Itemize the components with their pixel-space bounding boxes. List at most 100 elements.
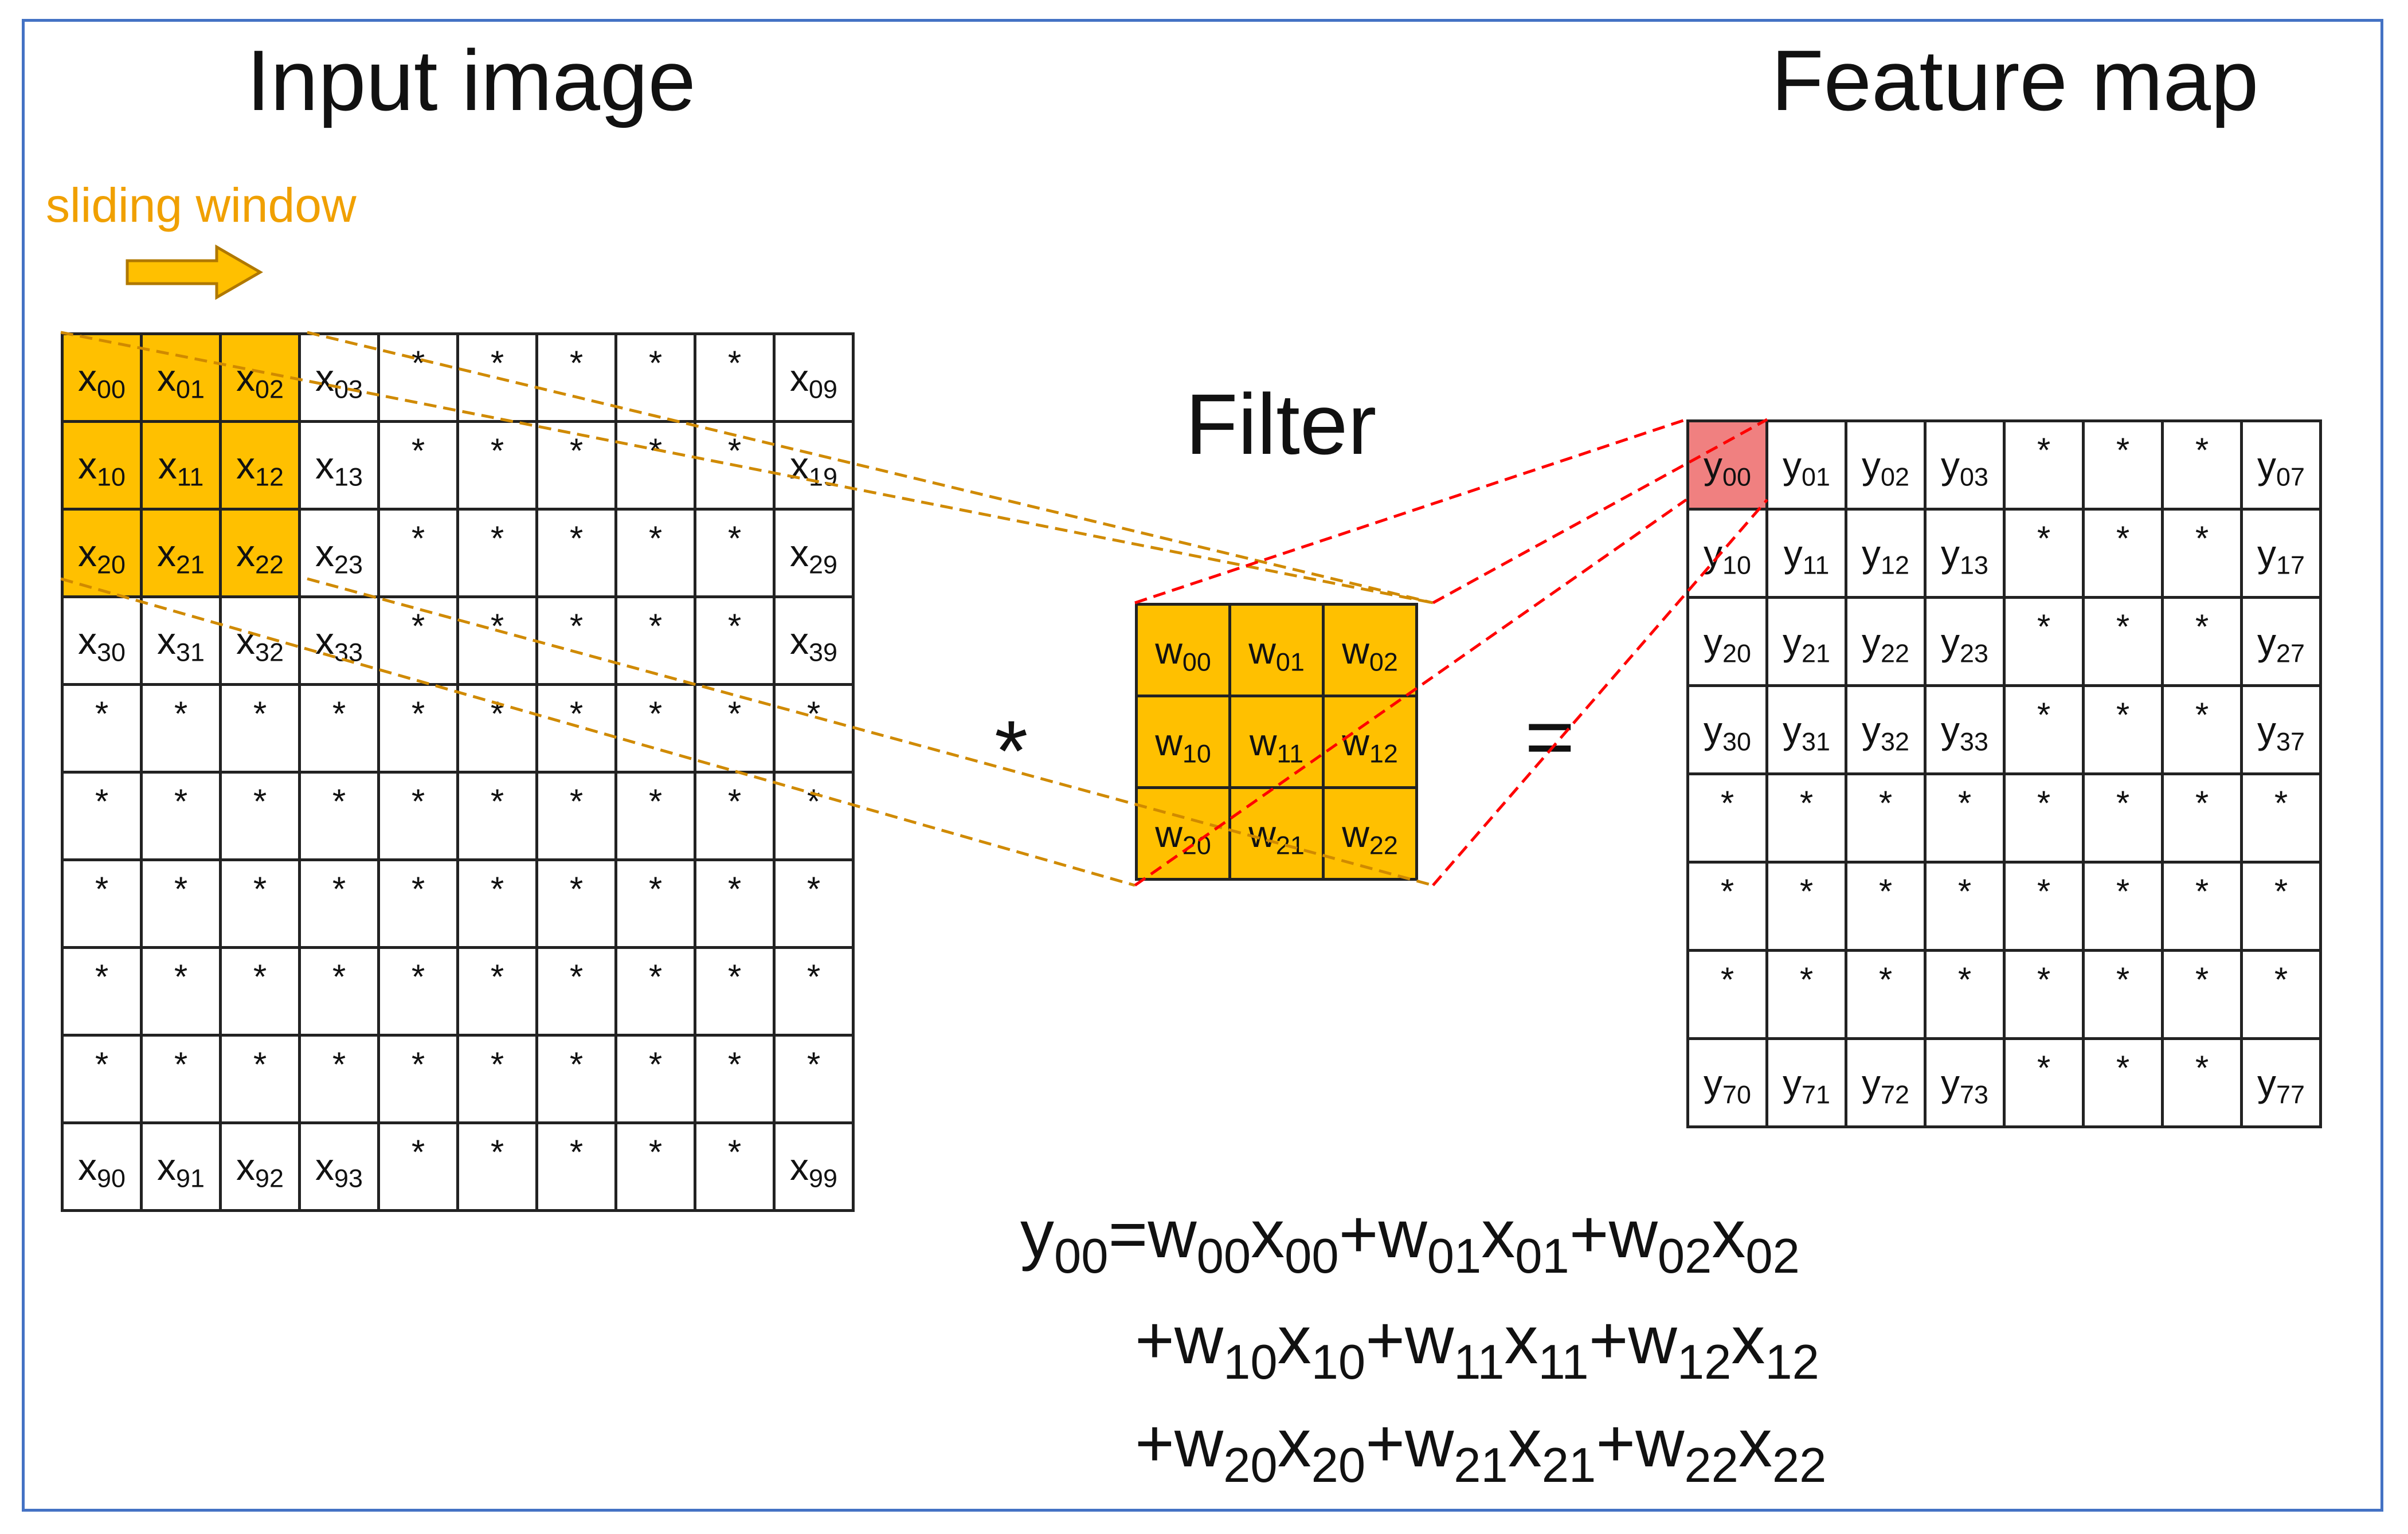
feature-cell-label: y30 (1704, 708, 1751, 756)
input-cell: * (377, 683, 459, 774)
feature-cell: y33 (1924, 684, 2006, 775)
input-cell: * (61, 858, 143, 949)
feature-cell: * (2082, 508, 2164, 599)
input-row: ********** (61, 946, 855, 1037)
input-cell: * (219, 946, 301, 1037)
input-cell-label: x31 (157, 619, 205, 667)
feature-cell: * (1845, 861, 1927, 952)
equation-term: w01 (1378, 1196, 1482, 1284)
feature-cell: * (1765, 861, 1847, 952)
filter-bottom-left-guide (1134, 498, 1687, 887)
feature-cell-label: y12 (1862, 532, 1909, 580)
feature-cell: * (2082, 772, 2164, 864)
feature-cell: * (1765, 949, 1847, 1040)
feature-cell-label: y17 (2257, 532, 2305, 580)
input-cell: x93 (298, 1121, 380, 1212)
input-cell: * (694, 946, 776, 1037)
feature-cell: * (2003, 772, 2085, 864)
feature-cell: y72 (1845, 1037, 1927, 1128)
input-cell: * (535, 771, 617, 861)
input-cell-label: x39 (790, 619, 837, 667)
input-cell: * (773, 1034, 855, 1124)
feature-cell: * (2003, 684, 2085, 775)
equation-term: w02 (1608, 1196, 1712, 1284)
equation-symbol: + (1135, 1406, 1174, 1481)
input-cell: * (298, 858, 380, 949)
input-cell: * (377, 858, 459, 949)
input-cell: * (535, 420, 617, 511)
input-cell-label: x29 (790, 532, 837, 579)
input-cell: x31 (140, 595, 222, 686)
equation-symbol: + (1588, 1302, 1628, 1378)
input-cell-label: x92 (236, 1145, 284, 1193)
input-cell: * (61, 683, 143, 774)
equation-term: x00 (1251, 1196, 1339, 1284)
input-cell: * (694, 508, 776, 598)
input-cell-label: x20 (78, 532, 126, 579)
input-cell: x12 (219, 420, 301, 511)
feature-cell-label: y20 (1704, 620, 1751, 668)
equation-line-1: y00=w00x00+w01x01+w02x02 (1020, 1200, 1800, 1281)
input-cell: * (614, 595, 696, 686)
input-cell: * (219, 858, 301, 949)
feature-map-title: Feature map (1771, 32, 2259, 128)
equation-term: x12 (1731, 1302, 1819, 1390)
input-cell: * (377, 1121, 459, 1212)
feature-cell: * (2161, 1037, 2243, 1128)
input-cell: * (377, 420, 459, 511)
filter-cell-label: w12 (1342, 720, 1398, 768)
input-cell: x09 (773, 332, 855, 423)
feature-cell: * (2240, 949, 2322, 1040)
filter-cell: w22 (1322, 786, 1418, 881)
feature-cell: * (2240, 861, 2322, 952)
input-cell: * (694, 332, 776, 423)
input-cell: * (535, 332, 617, 423)
input-cell: * (694, 595, 776, 686)
input-cell: * (298, 946, 380, 1037)
input-cell: x23 (298, 508, 380, 598)
feature-cell-label: y22 (1862, 620, 1909, 668)
feature-cell: * (2082, 1037, 2164, 1128)
filter-cell: w11 (1228, 695, 1325, 789)
feature-cell: * (1765, 772, 1847, 864)
input-cell-label: x13 (315, 444, 363, 492)
input-cell: * (140, 858, 222, 949)
input-cell: * (219, 771, 301, 861)
feature-cell: * (2161, 684, 2243, 775)
equation-term: w20 (1174, 1406, 1278, 1493)
input-cell: * (535, 508, 617, 598)
feature-row: ******** (1686, 949, 2322, 1040)
filter-cell-label: w22 (1342, 812, 1398, 860)
filter-cell-label: w02 (1342, 629, 1398, 677)
input-cell: * (773, 946, 855, 1037)
feature-cell-label: y07 (2257, 444, 2305, 492)
feature-cell: * (2161, 861, 2243, 952)
feature-cell: y31 (1765, 684, 1847, 775)
input-cell: * (61, 1034, 143, 1124)
input-cell: * (456, 771, 538, 861)
feature-cell-label: y11 (1783, 532, 1830, 580)
input-cell: x00 (61, 332, 143, 423)
filter-cell: w10 (1135, 695, 1231, 789)
equation-term: w21 (1405, 1406, 1508, 1493)
input-cell-label: x10 (78, 444, 126, 492)
sliding-window-label: sliding window (46, 178, 357, 232)
feature-cell: y70 (1686, 1037, 1768, 1128)
feature-cell-label: y21 (1783, 620, 1830, 668)
feature-cell: y12 (1845, 508, 1927, 599)
filter-bottom-right-guide (1432, 499, 1768, 886)
feature-cell-label: y37 (2257, 708, 2305, 756)
input-cell: * (377, 771, 459, 861)
input-cell: x32 (219, 595, 301, 686)
input-cell: * (456, 420, 538, 511)
input-cell: * (614, 508, 696, 598)
feature-cell: * (2003, 508, 2085, 599)
